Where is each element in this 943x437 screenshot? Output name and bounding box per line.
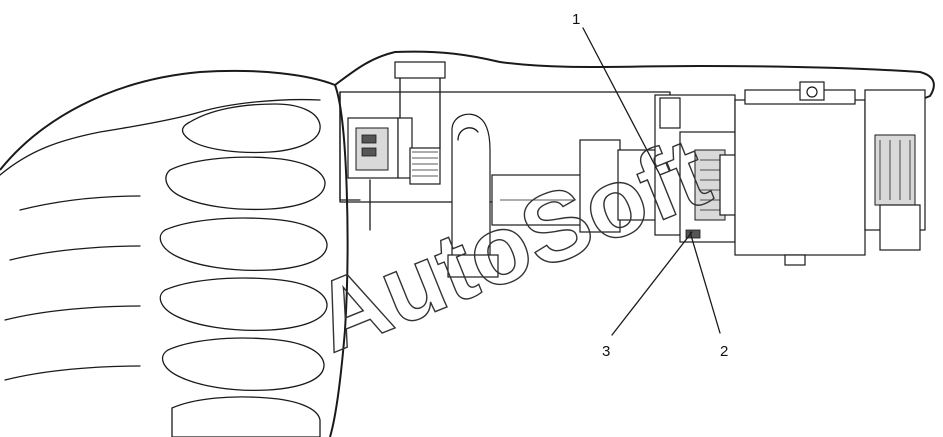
- pivot-tube: [447, 113, 499, 278]
- callout-2: 2: [720, 343, 728, 360]
- callout-leaders: [582, 27, 721, 336]
- leader-2: [689, 231, 721, 334]
- callout-1: 1: [572, 11, 580, 28]
- tire-treads: [4, 103, 328, 437]
- gearbox-housing: [659, 81, 926, 266]
- left-assembly: [347, 61, 446, 231]
- leader-3: [611, 231, 693, 336]
- leader-1: [582, 27, 661, 176]
- tire: [0, 69, 349, 437]
- callout-3: 3: [602, 343, 610, 360]
